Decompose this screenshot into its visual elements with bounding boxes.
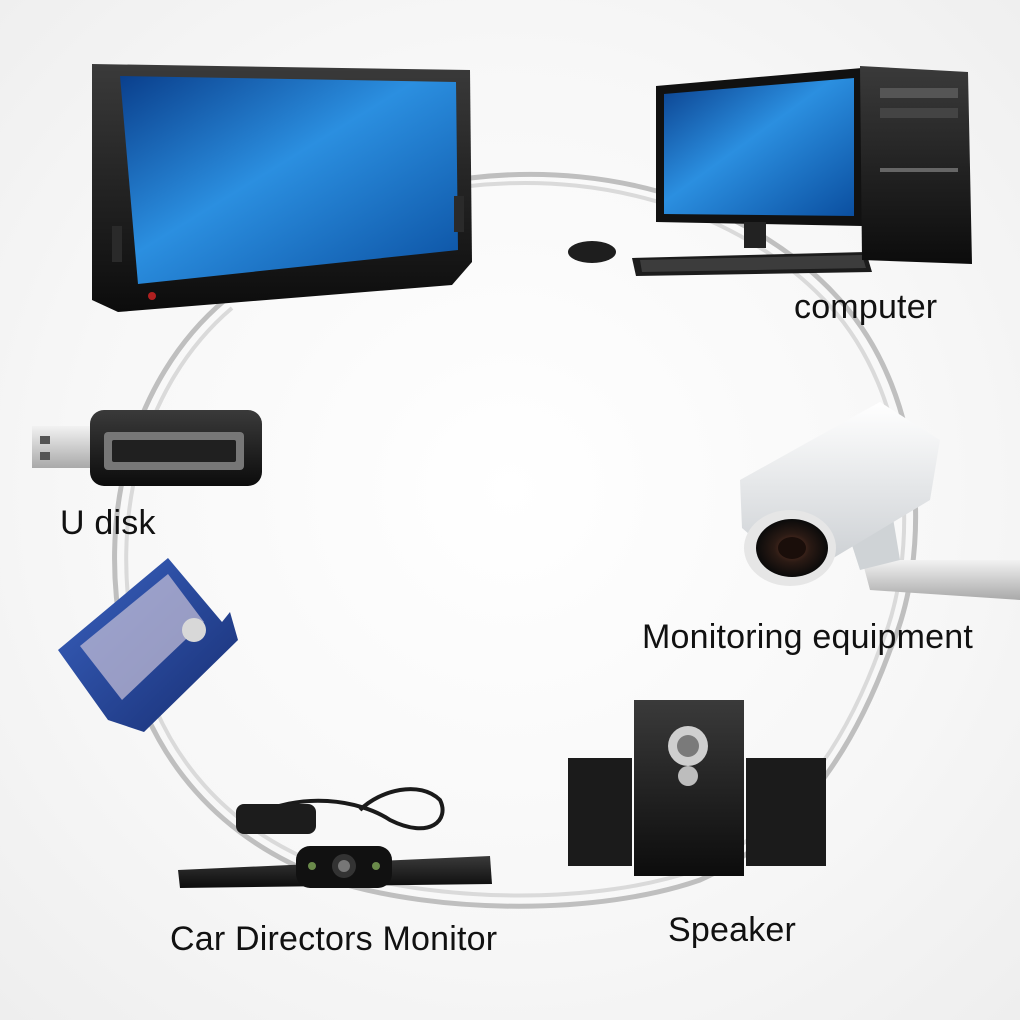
computer-label: computer — [794, 288, 938, 326]
desktop-computer-icon — [568, 66, 972, 276]
usb-drive-icon — [32, 410, 262, 486]
monitoring-equipment-label: Monitoring equipment — [642, 618, 973, 656]
security-camera-icon — [740, 402, 1020, 600]
portable-tv-icon — [92, 64, 472, 312]
speaker-system-icon — [568, 700, 826, 876]
sd-card-icon — [58, 558, 238, 732]
car-directors-monitor-label: Car Directors Monitor — [170, 920, 498, 958]
u-disk-label: U disk — [60, 504, 156, 542]
speaker-label: Speaker — [668, 911, 797, 949]
car-camera-icon — [178, 787, 492, 888]
